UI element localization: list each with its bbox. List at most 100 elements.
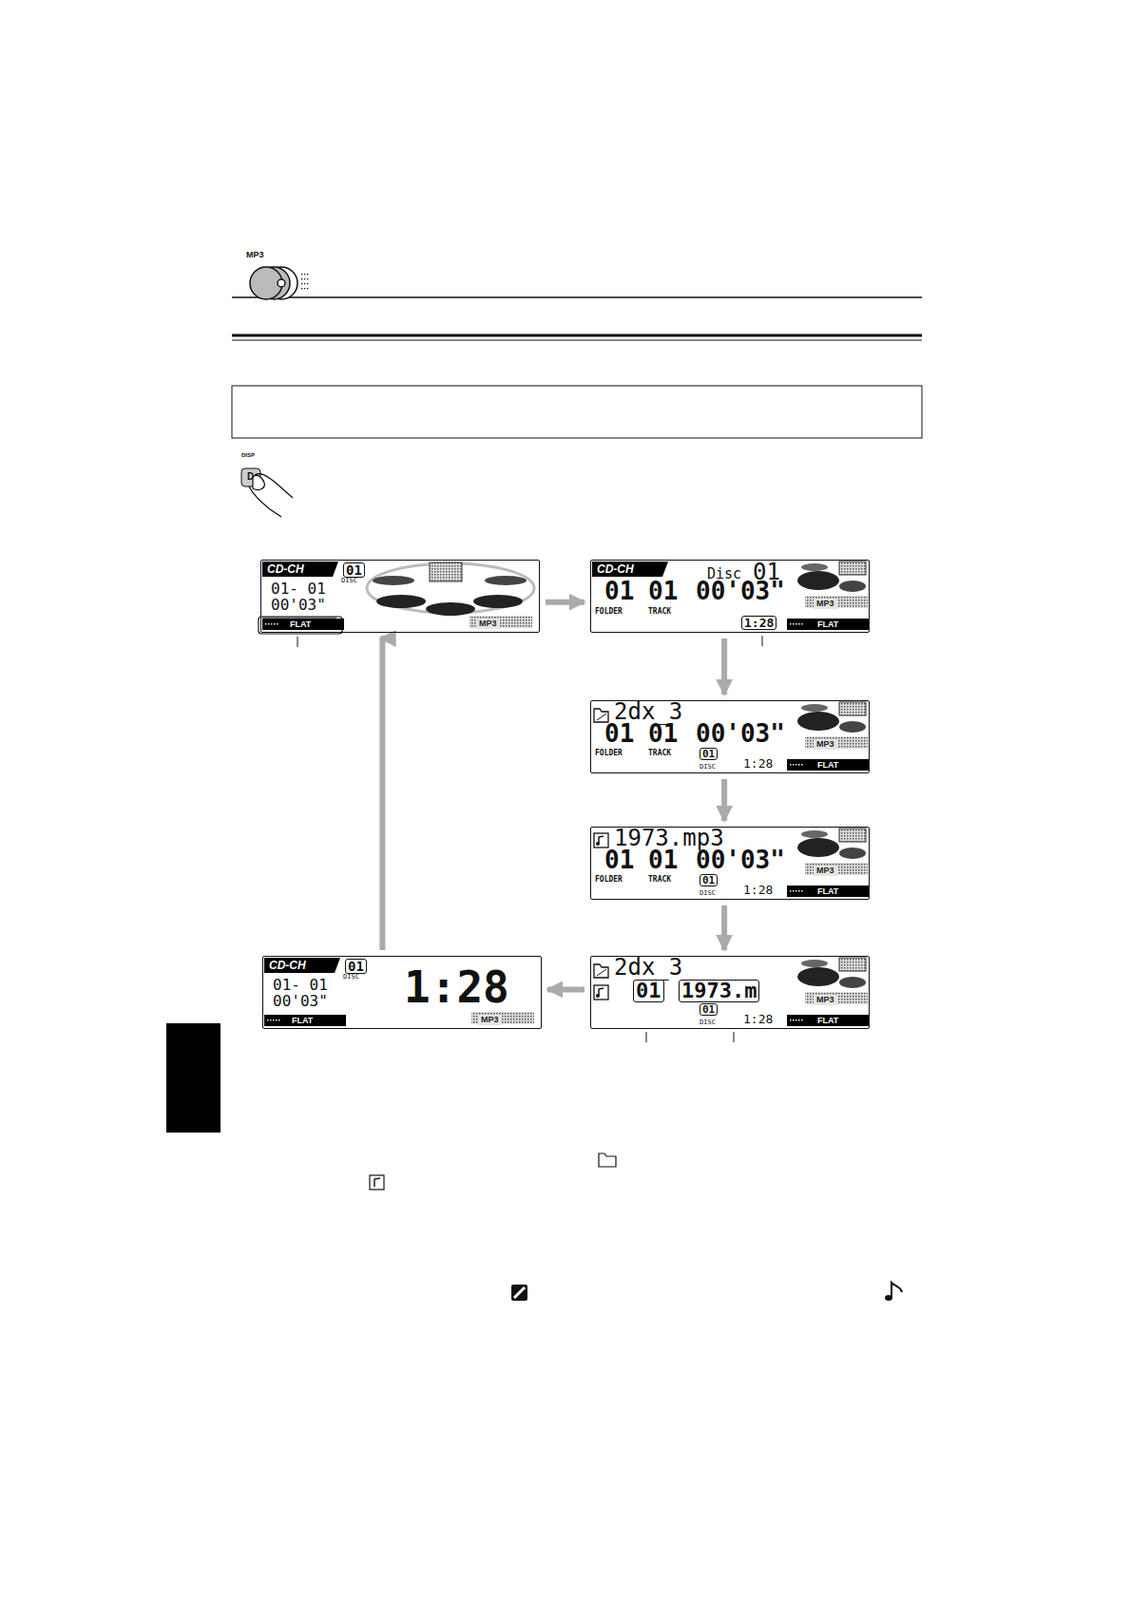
lcd-text: 00'03" <box>695 721 786 747</box>
changer-magazine <box>839 561 866 576</box>
rule <box>231 340 922 342</box>
disc-art <box>376 594 426 609</box>
eq-dot <box>267 1019 269 1022</box>
lcd-text: 01 <box>648 847 678 873</box>
flow-arrow <box>547 986 585 993</box>
lcd-screen: CD-CH01DISC01- 0100'03"1:28FLATMP3 <box>262 956 542 1030</box>
leader-line <box>646 1032 648 1043</box>
changer-magazine <box>839 958 866 972</box>
disc-art <box>473 594 523 609</box>
lcd-artwork <box>592 561 869 631</box>
lcd-text: DISC <box>699 1019 716 1027</box>
lcd-text: MP3 <box>813 739 838 750</box>
mp3-patch <box>805 862 868 876</box>
mp3-patch <box>469 615 533 629</box>
lcd-text: 01 <box>699 874 718 887</box>
lcd-text: 01 <box>632 979 665 1003</box>
button-key: D <box>247 472 254 482</box>
eq-dot <box>789 623 792 626</box>
lcd-text: 01- 01 <box>272 977 328 994</box>
eq-dot <box>792 764 795 767</box>
lcd-text: MP3 <box>813 995 838 1006</box>
spray-dot <box>306 278 308 280</box>
spray-dot <box>301 283 303 285</box>
eq-dot <box>801 1019 804 1022</box>
lcd-text: FLAT <box>291 1016 313 1026</box>
lcd-text: MP3 <box>813 598 838 610</box>
icon-label: MP3 <box>246 250 265 260</box>
file-icon <box>598 836 604 844</box>
eq-dot <box>801 764 804 767</box>
source-tag <box>262 561 339 577</box>
lcd-text: TRACK <box>648 608 671 616</box>
eq-dot <box>789 1019 792 1022</box>
spray-dot <box>306 287 308 289</box>
eq-dot <box>798 1019 801 1022</box>
button-label: DISP <box>241 452 255 459</box>
spray-dot <box>306 273 308 275</box>
lcd-text: 00'03" <box>272 994 328 1010</box>
disc-art <box>839 847 866 860</box>
lcd-text: 1:28 <box>743 883 773 897</box>
spray-dot <box>304 287 306 289</box>
lcd-text: 2dx_3 <box>613 700 683 724</box>
lcd-text: 01 <box>648 721 678 747</box>
lcd-text: TRACK <box>648 876 671 884</box>
disc-art <box>801 704 828 712</box>
file-symbol <box>374 1178 381 1188</box>
lcd-screen: 1973.mp3010100'03"FOLDERTRACK01DISC1:28F… <box>590 826 870 901</box>
changer-magazine <box>429 562 462 582</box>
disc-art <box>801 959 828 968</box>
eq-dot <box>798 764 801 767</box>
disc-art <box>484 575 527 586</box>
lcd-screen: 2dx_3010100'03"FOLDERTRACK01DISC1:28FLAT… <box>590 700 870 774</box>
eq-dot <box>801 890 804 893</box>
mp3-patch <box>805 736 868 749</box>
lcd-text: 01 <box>604 847 634 873</box>
mp3-patch <box>471 1012 535 1025</box>
disc-art <box>797 967 840 987</box>
spray-dot <box>304 278 306 280</box>
eq-dot <box>792 890 795 893</box>
file-icon <box>598 988 604 997</box>
lcd-text: CD-CH <box>596 563 634 576</box>
lcd-text: 01 <box>343 562 365 578</box>
folder-icon <box>594 964 609 978</box>
lcd-text: TRACK <box>648 749 671 758</box>
flow-arrow <box>721 638 728 695</box>
eq-dot <box>801 623 804 626</box>
disc-art <box>839 721 866 733</box>
source-tag <box>592 561 669 577</box>
eq-dot <box>273 623 276 626</box>
callout-frame <box>258 616 343 634</box>
mp3-patch <box>805 595 868 609</box>
disc-art <box>839 977 866 989</box>
disc-art <box>801 830 828 839</box>
fingertip <box>252 475 265 490</box>
flow-arrow <box>721 905 728 951</box>
lcd-text: 01 <box>648 578 678 604</box>
eq-dot <box>268 623 270 626</box>
lcd-text: 01 <box>345 958 367 975</box>
spray-dot <box>304 273 306 275</box>
lcd-text: 01 <box>699 1003 718 1016</box>
file-icon <box>594 985 609 1000</box>
file-icon <box>595 842 600 846</box>
lcd-screen: 2dx_3011973.m01DISC1:28FLATMP3 <box>590 956 870 1030</box>
eq-frame <box>262 617 337 619</box>
eq-bar <box>786 885 869 898</box>
eq-dot <box>265 623 268 626</box>
folder-symbol <box>598 1153 616 1168</box>
lcd-text: 01- 01 <box>270 581 326 597</box>
lcd-text: 1:28 <box>741 615 777 631</box>
lcd-text: 01 <box>604 578 634 604</box>
flow-arrow <box>380 638 383 951</box>
flow-arrow <box>721 779 728 822</box>
disc-art <box>839 580 866 593</box>
folder-icon <box>596 969 607 977</box>
lcd-text: 01 <box>699 747 718 761</box>
finger <box>249 474 293 518</box>
lcd-text: 01 <box>604 721 634 747</box>
lcd-text: FLAT <box>289 620 311 630</box>
